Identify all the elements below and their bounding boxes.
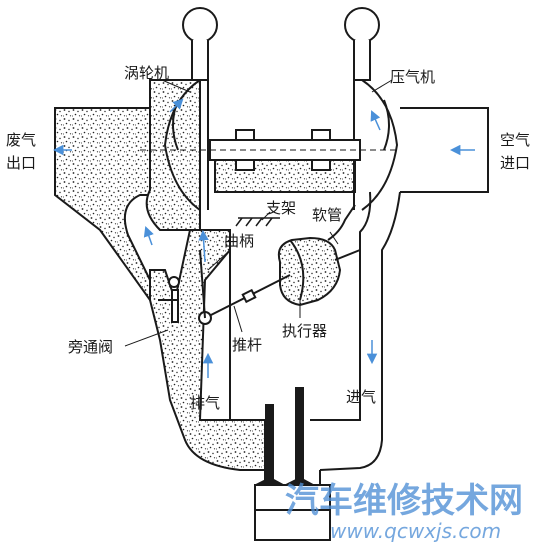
label-bracket: 支架 <box>266 199 296 217</box>
turbine-flow-arrow <box>143 226 154 246</box>
label-turbine: 涡轮机 <box>124 64 169 82</box>
bypass-valve <box>158 276 180 323</box>
turbine-wheel <box>163 7 218 211</box>
flow-arrows <box>52 98 475 378</box>
watermark: 汽车维修技术网 www.qcwxjs.com <box>285 481 523 543</box>
label-compressor: 压气机 <box>390 68 435 86</box>
label-exhaust-outlet-2: 出口 <box>6 154 36 172</box>
label-push-rod: 推杆 <box>232 336 262 354</box>
actuator <box>277 204 361 307</box>
label-intake: 进气 <box>346 388 376 406</box>
label-hose: 软管 <box>312 206 342 224</box>
engine-chamber <box>229 230 331 541</box>
label-exhaust-outlet-1: 废气 <box>6 131 36 149</box>
watermark-url: www.qcwxjs.com <box>330 519 501 543</box>
bypass-flow-arrow <box>198 229 209 263</box>
bracket <box>235 217 280 227</box>
shaft <box>140 129 430 171</box>
crank-and-pushrod <box>198 249 291 325</box>
label-actuator: 执行器 <box>282 322 327 340</box>
labels: 涡轮机 压气机 废气 出口 空气 进口 支架 软管 曲柄 执行器 推杆 旁通阀 … <box>6 64 530 412</box>
label-bypass-valve: 旁通阀 <box>68 338 113 356</box>
label-air-inlet-1: 空气 <box>500 131 530 149</box>
label-exhaust: 排气 <box>190 394 220 412</box>
turbine-top-arrow <box>169 98 184 113</box>
air-inlet-pipe <box>310 107 489 471</box>
label-crank: 曲柄 <box>224 232 254 250</box>
label-air-inlet-2: 进口 <box>500 154 530 172</box>
leader-lines <box>124 79 393 347</box>
watermark-text: 汽车维修技术网 <box>285 481 523 521</box>
valves <box>255 387 314 486</box>
compressor-flow-arrow <box>370 110 381 131</box>
